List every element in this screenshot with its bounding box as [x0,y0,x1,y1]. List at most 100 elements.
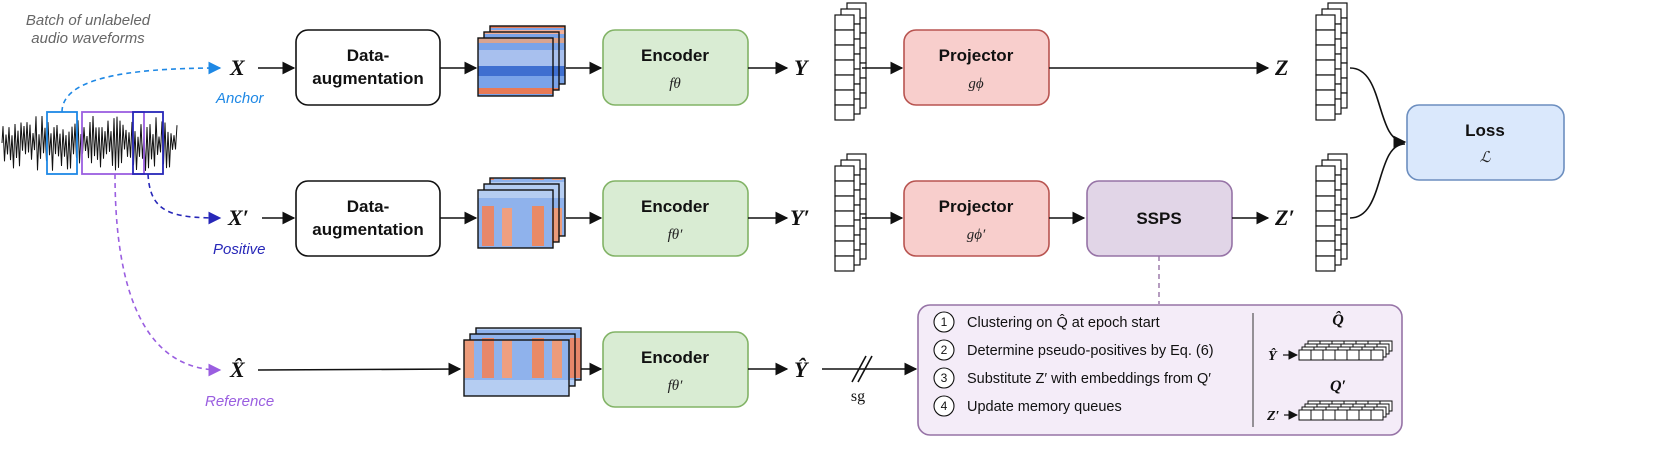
projector-symbol: gϕ′ [967,227,986,243]
ssps-step: 1 Clustering on Q̂ at epoch start [933,311,1160,333]
arrow-zp-loss [1349,143,1406,219]
queue-cell [1310,409,1324,421]
step-number-badge [933,311,955,333]
positive-arrow [147,173,222,225]
embedding-stack-y-prime [834,153,867,272]
queue-cell [1346,349,1360,361]
embedding-cell [1315,240,1336,257]
embedding-cell [1315,59,1336,76]
embedding-cell [1315,74,1336,91]
reference-label: Reference [205,393,274,410]
augmentation-title-1: Data- [347,46,390,65]
embedding-stack-z [1315,2,1348,121]
y-symbol: Y [794,55,810,80]
embedding-cell [834,74,855,91]
queue-cell [1334,409,1348,421]
embedding-cell [834,255,855,272]
queue-cell [1322,349,1336,361]
step-number: 1 [941,315,948,329]
embedding-cell [1315,44,1336,61]
queue-cell [1334,349,1348,361]
queue-cell [1370,409,1384,421]
embedding-cell [834,165,855,182]
ssps-box: SSPS [1086,180,1233,257]
embedding-cell [1315,165,1336,182]
positive-label: Positive [213,241,266,258]
anchor-symbol: X [229,55,246,80]
embedding-cell [1315,104,1336,121]
embedding-cell [1315,14,1336,31]
projector-box-positive: Projector gϕ′ [903,180,1050,257]
embedding-cell [834,14,855,31]
augmentation-box-positive: Data- augmentation [295,180,441,257]
embedding-cell [1315,29,1336,46]
queue-z-prime-input: Z′ [1266,409,1280,424]
step-text: Clustering on Q̂ at epoch start [967,314,1160,331]
arrow-xh-spec [257,362,462,376]
waveform-caption-line2: audio waveforms [31,30,145,47]
anchor-arrow [61,61,222,113]
projector-title: Projector [939,197,1014,216]
encoder-symbol: fθ′ [668,227,684,243]
embedding-cell [1315,255,1336,272]
encoder-title: Encoder [641,197,709,216]
z-prime-symbol: Z′ [1274,205,1295,230]
step-number: 2 [941,343,948,357]
projector-box-anchor: Projector gϕ [903,29,1050,106]
waveform-caption-line1: Batch of unlabeled [26,12,151,29]
queue-cell [1370,349,1384,361]
encoder-symbol: fθ′ [668,378,684,394]
embedding-cell [834,59,855,76]
queue-cell [1346,409,1360,421]
ssps-title: SSPS [1136,209,1181,228]
queue-cell [1358,409,1372,421]
step-number-badge [933,395,955,417]
queue-cell [1298,409,1312,421]
projector-title: Projector [939,46,1014,65]
step-number: 3 [941,371,948,385]
embedding-cell [834,44,855,61]
encoder-box-reference: Encoder fθ′ [602,331,749,408]
positive-symbol: X′ [227,205,249,230]
encoder-title: Encoder [641,46,709,65]
step-number-badge [933,367,955,389]
embedding-cell [834,195,855,212]
stop-gradient-label: sg [851,388,865,405]
augmentation-title-1: Data- [347,197,390,216]
embedding-cell [1315,195,1336,212]
ssps-steps-panel [917,304,1403,436]
reference-crop [81,111,145,175]
embedding-cell [834,89,855,106]
encoder-box-anchor: Encoder fθ [602,29,749,106]
y-prime-symbol: Y′ [790,205,810,230]
encoder-title: Encoder [641,348,709,367]
queue-cell [1322,409,1336,421]
encoder-symbol: fθ [669,76,681,92]
step-number-badge [933,339,955,361]
embedding-cell [1315,225,1336,242]
embedding-cell [1315,180,1336,197]
y-hat-symbol: Ŷ [794,357,810,382]
embedding-stack-z-prime [1315,153,1348,272]
embedding-cell [834,240,855,257]
embedding-cell [834,225,855,242]
projector-symbol: gϕ [968,76,984,92]
loss-symbol: ℒ [1480,150,1492,166]
augmentation-box-anchor: Data- augmentation [295,29,441,106]
embedding-cell [834,29,855,46]
embedding-cell [834,104,855,121]
queue-q-hat-label: Q̂ [1332,310,1344,329]
loss-box: Loss ℒ [1406,104,1565,181]
embedding-stack-y [834,2,867,121]
loss-title: Loss [1465,121,1505,140]
queue-cell [1358,349,1372,361]
stop-gradient-mark-2 [857,355,873,383]
anchor-label: Anchor [215,90,265,107]
spectrogram-stack-positive [477,177,566,249]
step-number: 4 [941,399,948,413]
embedding-cell [834,180,855,197]
